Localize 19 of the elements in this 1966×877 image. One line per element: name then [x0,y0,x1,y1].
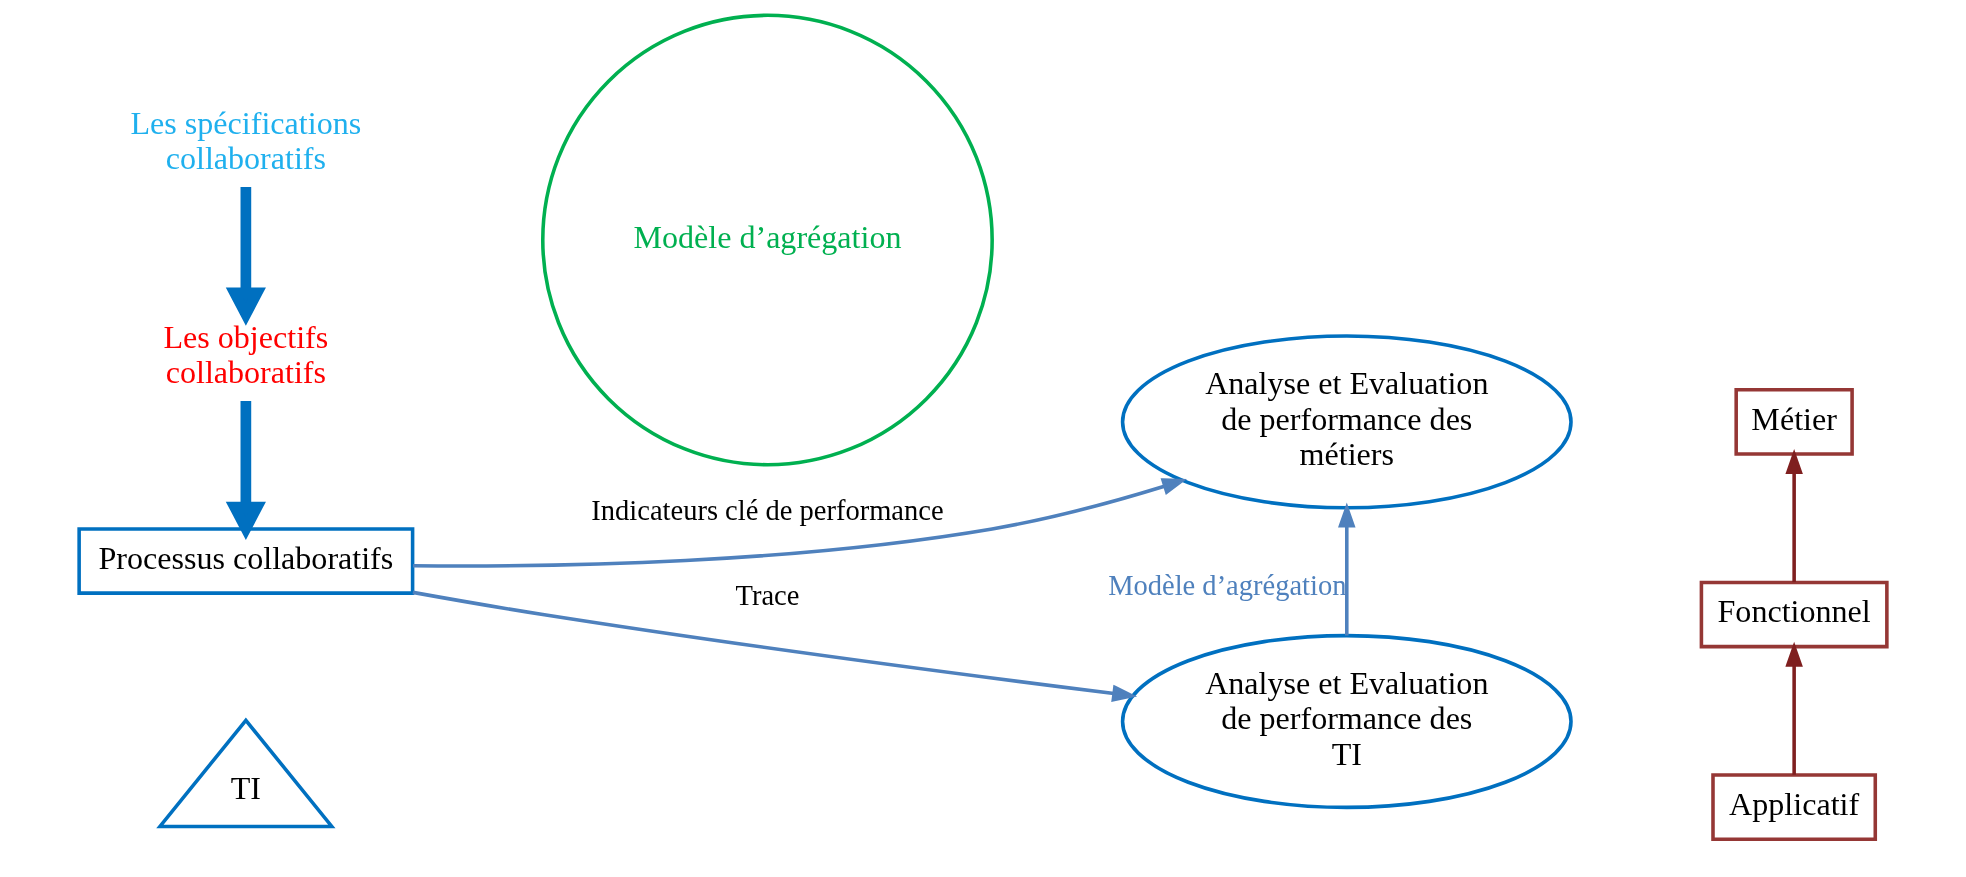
edge-label: Modèle d’agrégation [1108,569,1347,601]
node-box: Applicatif [1711,773,1878,841]
arrow [412,590,1138,703]
arrow [1785,449,1803,583]
node-box: Processus collaboratifs [77,527,415,595]
node-ellipse: Analyse et Evaluation de performance des TI [1120,633,1573,810]
arrow [413,478,1188,568]
arrow [1338,502,1356,636]
node-box: Métier [1734,388,1854,456]
edge-label: Indicateurs clé de performance [591,494,944,526]
node-circle: Modèle d’agrégation [541,13,994,467]
arrow [225,401,266,540]
node-box: Fonctionnel [1699,580,1889,649]
edge-label: Trace [735,580,800,612]
node-ellipse: Analyse et Evaluation de performance des métiers [1120,334,1573,510]
node-text: Les objectifs collaboratifs [163,318,329,391]
arrow [225,187,266,326]
node-text: Les spécifications collaboratifs [130,104,362,177]
arrow [1785,641,1803,775]
